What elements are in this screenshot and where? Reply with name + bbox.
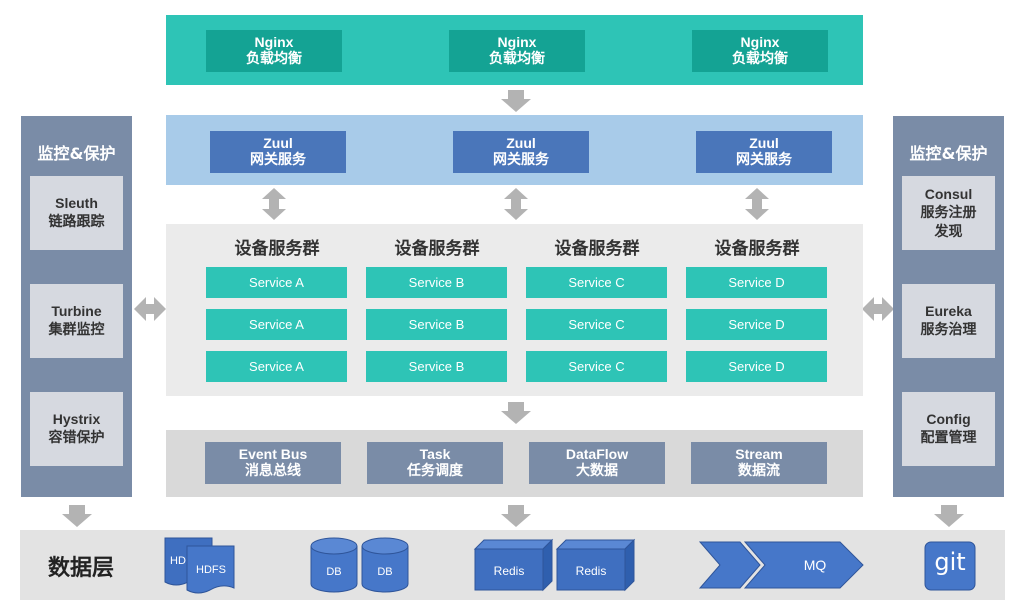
leftright-arrow: [862, 297, 894, 321]
db-icon: [310, 537, 358, 593]
down-arrow: [934, 505, 964, 527]
git-icon: [924, 541, 976, 591]
leftright-arrow: [134, 297, 166, 321]
right-governance-panel: 监控&保护 Consul 服务注册 发现 Eureka 服务治理 Config …: [893, 116, 1004, 497]
group-title: 设备服务群: [234, 239, 320, 259]
db-icon: [361, 537, 409, 593]
updown-arrow: [262, 188, 286, 220]
side-item: Config 配置管理: [902, 392, 995, 466]
panel-title: 监控&保护: [37, 144, 116, 163]
service-box: Service C: [526, 351, 667, 382]
service-box: Service A: [206, 351, 347, 382]
redis-icon: [555, 538, 636, 592]
db-label: DB: [377, 566, 393, 578]
side-item: Hystrix 容错保护: [30, 392, 123, 466]
bus-box: Task 任务调度: [367, 442, 503, 484]
zuul-box: Zuul 网关服务: [453, 131, 589, 173]
down-arrow: [501, 505, 531, 527]
service-box: Service D: [686, 267, 827, 298]
data-layer-title: 数据层: [48, 556, 115, 581]
mq-label: MQ: [803, 557, 827, 573]
bus-box: Stream 数据流: [691, 442, 827, 484]
side-item: Consul 服务注册 发现: [902, 176, 995, 250]
panel-title: 监控&保护: [909, 144, 988, 163]
down-arrow: [501, 90, 531, 112]
hdfs-label: HDFS: [196, 564, 226, 576]
bus-box: DataFlow 大数据: [529, 442, 665, 484]
git-label: git: [934, 548, 966, 576]
service-box: Service C: [526, 267, 667, 298]
down-arrow: [501, 402, 531, 424]
nginx-box: Nginx 负载均衡: [449, 30, 585, 72]
zuul-box: Zuul 网关服务: [696, 131, 832, 173]
hdfs-back-label: HD: [170, 555, 186, 567]
zuul-box: Zuul 网关服务: [210, 131, 346, 173]
redis-label: Redis: [493, 564, 525, 578]
side-item: Sleuth 链路跟踪: [30, 176, 123, 250]
service-box: Service C: [526, 309, 667, 340]
db-label: DB: [326, 566, 342, 578]
left-monitor-panel: 监控&保护 Sleuth 链路跟踪 Turbine 集群监控 Hystrix 容…: [21, 116, 132, 497]
service-box: Service B: [366, 309, 507, 340]
service-box: Service A: [206, 309, 347, 340]
zuul-layer: Zuul 网关服务 Zuul 网关服务 Zuul 网关服务: [166, 115, 863, 185]
group-title: 设备服务群: [554, 239, 640, 259]
nginx-layer: Nginx 负载均衡 Nginx 负载均衡 Nginx 负载均衡: [166, 15, 863, 85]
updown-arrow: [504, 188, 528, 220]
bus-box: Event Bus 消息总线: [205, 442, 341, 484]
nginx-box: Nginx 负载均衡: [692, 30, 828, 72]
service-box: Service B: [366, 351, 507, 382]
redis-icon: [473, 538, 554, 592]
hdfs-icon: [164, 537, 235, 594]
group-title: 设备服务群: [714, 239, 800, 259]
nginx-box: Nginx 负载均衡: [206, 30, 342, 72]
service-box: Service D: [686, 309, 827, 340]
group-title: 设备服务群: [394, 239, 480, 259]
bus-layer: Event Bus 消息总线 Task 任务调度 DataFlow 大数据 St…: [166, 430, 863, 497]
mq-icon: [698, 541, 864, 589]
side-item: Eureka 服务治理: [902, 284, 995, 358]
updown-arrow: [745, 188, 769, 220]
service-box: Service B: [366, 267, 507, 298]
side-item: Turbine 集群监控: [30, 284, 123, 358]
redis-label: Redis: [575, 564, 607, 578]
service-box: Service A: [206, 267, 347, 298]
down-arrow: [62, 505, 92, 527]
service-layer: 设备服务群 设备服务群 设备服务群 设备服务群 Service A Servic…: [166, 224, 863, 396]
service-box: Service D: [686, 351, 827, 382]
